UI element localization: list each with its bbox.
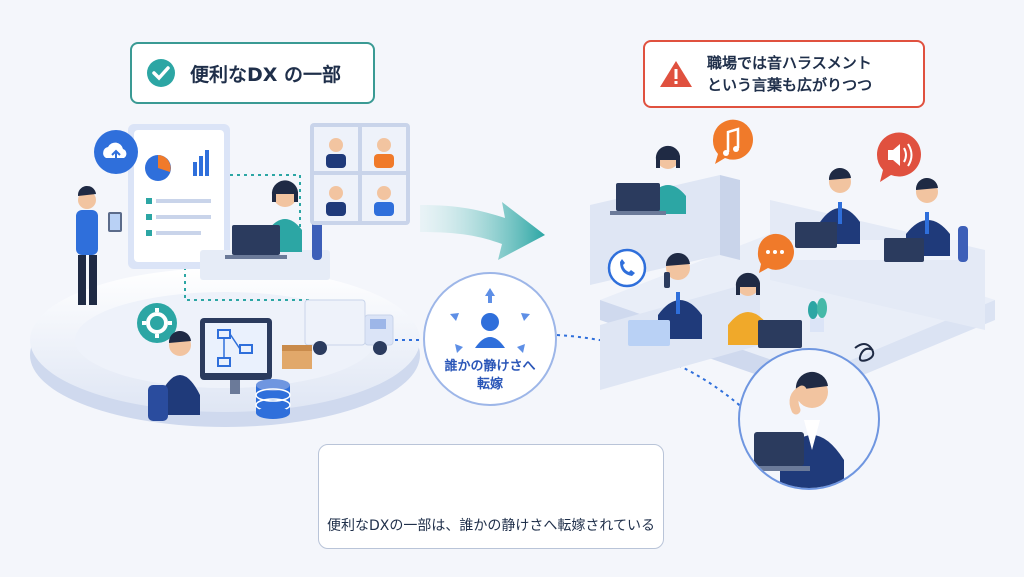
summary-box: 便利なDXの一部は、誰かの静けさへ転嫁されている [318,444,664,549]
office-woman-orange [728,272,802,348]
video-call-grid [310,123,410,225]
standing-person [76,185,122,305]
potted-plant [808,298,827,332]
summary-text: 便利なDXの一部は、誰かの静けさへ転嫁されている [327,518,655,534]
office-men-talking [770,167,968,262]
office-man-phone [628,252,702,346]
check-icon [147,59,175,87]
dx-label-text: 便利なDX の一部 [190,63,342,86]
phone-icon [607,248,647,288]
woman-laptop [200,180,330,280]
speaker-icon [876,132,921,182]
cloud-upload-icon [94,130,138,174]
music-note-icon [712,119,753,164]
stressed-worker-circle [738,348,880,490]
office-woman-teal [610,145,686,215]
person-icon [450,288,530,353]
stress-squiggle [854,343,875,362]
center-text-line2: 転嫁 [476,377,503,392]
noise-label-box: 職場では音ハラスメント という言葉も広がりつつ [643,40,925,108]
cardboard-box [282,345,312,369]
stressed-worker [750,371,844,488]
chat-bubble-icon [757,233,794,273]
database-icon [255,379,291,419]
dashboard-screen [128,124,230,269]
arrow-right-icon [420,202,545,260]
man-desktop [148,318,272,421]
center-transfer-circle: 誰かの静けさへ 転嫁 [423,272,557,406]
noise-label-line2: という言葉も広がりつつ [707,76,873,94]
gear-icon [137,303,177,343]
delivery-truck [304,299,394,355]
center-text-line1: 誰かの静けさへ [444,359,536,374]
dx-label-box: 便利なDX の一部 [130,42,375,104]
warning-icon [660,61,692,87]
noise-label-line1: 職場では音ハラスメント [707,54,872,72]
center-connectors [395,334,746,411]
